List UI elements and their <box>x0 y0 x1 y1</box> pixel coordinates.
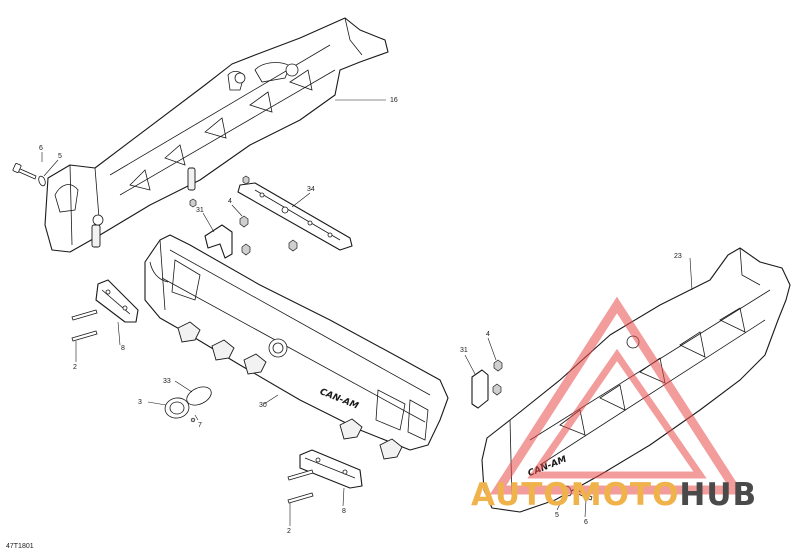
bolts-2-lower <box>287 469 314 504</box>
watermark-auto: AUTO <box>471 477 571 513</box>
callout-2-lower: 2 <box>287 528 291 535</box>
callout-3: 3 <box>138 399 142 406</box>
part-34-bracket <box>237 182 353 251</box>
nuts-top-left <box>189 175 298 256</box>
callout-30: 30 <box>259 402 267 409</box>
part-8-lower-hitch <box>299 449 363 489</box>
callout-23: 23 <box>674 253 682 260</box>
bolts-2-left <box>71 309 98 342</box>
callout-4: 4 <box>228 198 232 205</box>
callout-8-lower: 8 <box>342 508 346 515</box>
part-3-33-7-discs <box>164 386 212 423</box>
part-31-right-bracket <box>471 369 489 409</box>
callout-34: 34 <box>307 186 315 193</box>
callout-2: 2 <box>73 364 77 371</box>
callout-6-lower: 6 <box>584 519 588 526</box>
reference-code: 47T1801 <box>6 543 34 550</box>
callout-6: 6 <box>39 145 43 152</box>
bolt-6-washer-5-top <box>12 163 46 187</box>
watermark-triangle-inner <box>527 348 707 479</box>
watermark: AUTOMOTOHUB <box>471 296 757 513</box>
nuts-right <box>492 359 503 396</box>
callout-8: 8 <box>121 345 125 352</box>
part-16-upper-rail <box>44 17 389 253</box>
leader-lines <box>41 99 693 526</box>
callout-5-lower: 5 <box>555 512 559 519</box>
part-30-main-bumper: CAN-AM <box>144 234 449 460</box>
callout-7: 7 <box>198 422 202 429</box>
callout-16: 16 <box>390 97 398 104</box>
watermark-triangle-outer <box>489 296 745 495</box>
callout-31-right: 31 <box>460 347 468 354</box>
part-31-left-bracket <box>204 224 233 259</box>
callout-31: 31 <box>196 207 204 214</box>
callout-33: 33 <box>163 378 171 385</box>
watermark-hub: HUB <box>679 477 757 513</box>
watermark-text: AUTOMOTOHUB <box>471 477 757 513</box>
callout-4-right: 4 <box>486 331 490 338</box>
callout-numbers: 16 6 5 34 31 4 23 8 2 4 31 33 3 7 30 8 2… <box>39 97 682 535</box>
part-8-upper-hitch <box>95 279 139 323</box>
callout-5: 5 <box>58 153 62 160</box>
watermark-moto: MOTO <box>571 477 680 513</box>
